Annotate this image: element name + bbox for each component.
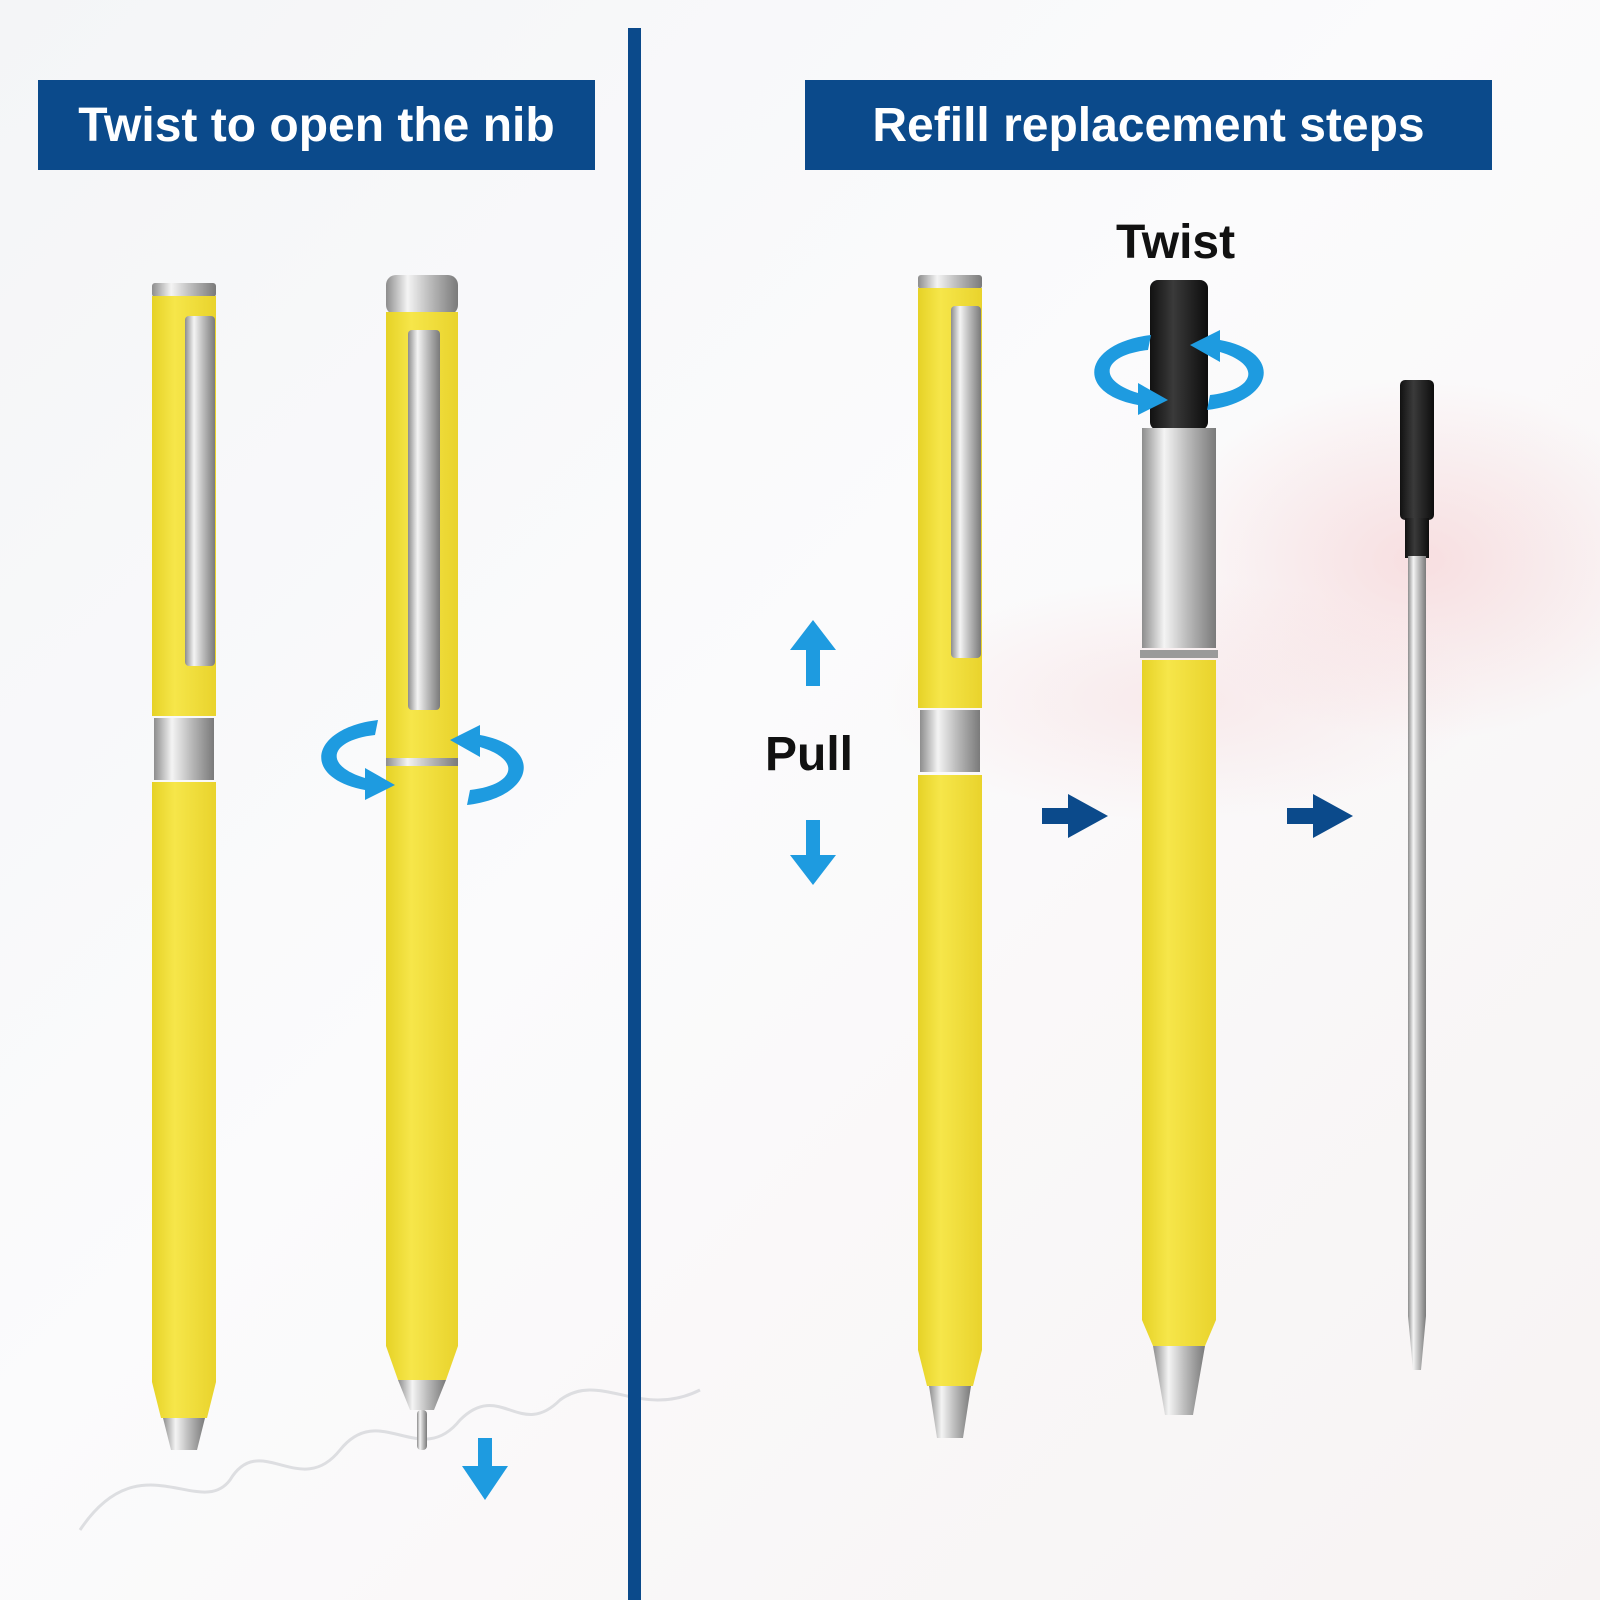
pen-mechanism-exposed	[1140, 280, 1218, 1415]
pen-closed-left	[152, 283, 216, 1450]
arrow-right-icon	[1042, 794, 1108, 838]
arrow-right-icon	[1287, 794, 1353, 838]
arrow-down-icon	[790, 820, 836, 885]
twist-label: Twist	[1116, 216, 1236, 269]
ink-refill	[1400, 380, 1434, 1370]
pen-closed-right	[918, 275, 982, 1438]
pull-label: Pull	[765, 728, 854, 781]
handwriting-watermark	[78, 1388, 701, 1531]
rotate-arrows-icon	[321, 720, 524, 805]
left-panel-title: Twist to open the nib	[38, 80, 595, 170]
arrow-up-icon	[790, 620, 836, 686]
pen-twisted-open	[386, 275, 458, 1450]
right-panel-title: Refill replacement steps	[805, 80, 1492, 170]
rotate-arrows-icon	[1094, 330, 1264, 415]
panel-divider	[628, 28, 641, 1600]
arrow-down-icon	[462, 1438, 508, 1500]
